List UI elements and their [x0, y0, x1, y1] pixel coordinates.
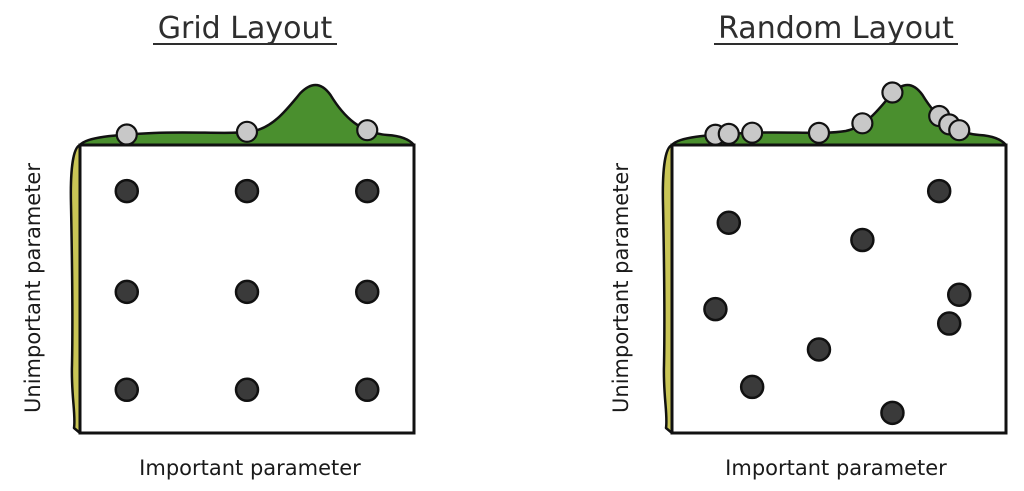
sample-point: [850, 227, 875, 253]
unimportant-parameter-marginal: [69, 143, 82, 435]
x-axis-label: Important parameter: [725, 456, 947, 480]
projected-sample-marker: [741, 121, 764, 144]
projected-sample-marker: [851, 112, 874, 135]
sample-points: [114, 178, 380, 403]
sample-point: [739, 374, 765, 400]
sample-point: [926, 178, 952, 204]
projected-sample-marker: [235, 120, 259, 143]
y-axis-label: Unimportant parameter: [21, 163, 45, 413]
grid-layout-panel: Grid Layout Important parameter Unimport…: [21, 11, 416, 480]
x-axis-label: Important parameter: [139, 456, 361, 480]
sample-point: [234, 178, 260, 204]
sample-points: [703, 178, 972, 426]
random-layout-panel: Random Layout Important parameter Unimpo…: [609, 11, 1008, 480]
sample-point: [716, 210, 742, 236]
y-axis-label: Unimportant parameter: [609, 163, 633, 413]
projected-sample-marker: [717, 122, 740, 145]
projected-samples: [115, 119, 379, 146]
sample-point: [806, 337, 832, 362]
sample-point: [234, 279, 260, 305]
projected-sample-marker: [807, 121, 831, 144]
sample-point: [114, 279, 140, 305]
sample-point: [114, 178, 140, 204]
random-layout-title: Random Layout: [718, 11, 954, 46]
sample-point: [354, 178, 380, 204]
sample-point: [936, 311, 962, 336]
sample-point: [946, 282, 972, 308]
projected-sample-marker: [881, 81, 904, 104]
sample-point: [703, 296, 728, 322]
grid-layout-title: Grid Layout: [158, 11, 333, 46]
unimportant-parameter-marginal: [661, 143, 674, 435]
important-parameter-marginal: [78, 83, 416, 147]
projected-samples: [704, 81, 971, 146]
sample-point: [354, 279, 380, 305]
projected-sample-marker: [115, 123, 138, 146]
sample-point: [114, 377, 140, 403]
projected-sample-marker: [948, 119, 971, 142]
sample-point: [880, 400, 905, 426]
projected-sample-marker: [356, 119, 379, 142]
sample-point: [234, 377, 260, 403]
sample-point: [354, 377, 380, 403]
